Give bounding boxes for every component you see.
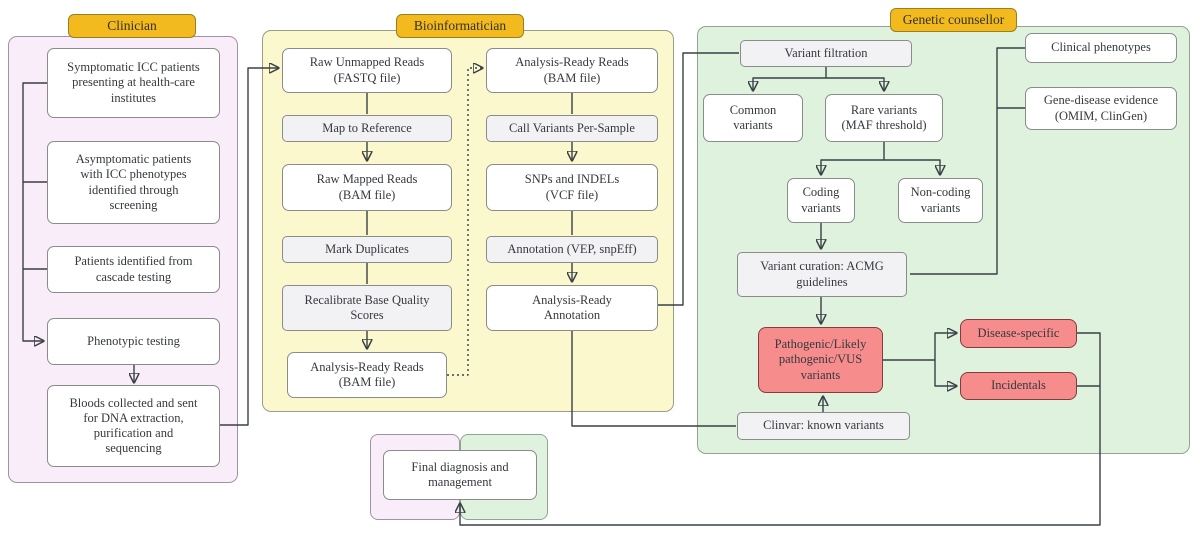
node-rare-variants: Rare variants (MAF threshold) [825, 94, 943, 142]
node-pathogenic-variants: Pathogenic/Likely pathogenic/VUS variant… [758, 327, 883, 393]
node-analysis-ready-reads-2: Analysis-Ready Reads (BAM file) [486, 48, 658, 93]
node-variant-curation: Variant curation: ACMG guidelines [737, 252, 907, 297]
node-analysis-ready-annotation: Analysis-Ready Annotation [486, 285, 658, 331]
header-bioinformatician: Bioinformatician [396, 14, 524, 38]
node-symptomatic-patients: Symptomatic ICC patients presenting at h… [47, 48, 220, 118]
node-variant-filtration: Variant filtration [740, 40, 912, 67]
node-disease-specific: Disease-specific [960, 319, 1077, 348]
node-call-variants: Call Variants Per-Sample [486, 115, 658, 142]
node-incidentals: Incidentals [960, 372, 1077, 400]
node-coding-variants: Coding variants [787, 178, 855, 223]
node-snps-indels: SNPs and INDELs (VCF file) [486, 164, 658, 211]
node-raw-mapped-reads: Raw Mapped Reads (BAM file) [282, 164, 452, 211]
node-recalibrate-scores: Recalibrate Base Quality Scores [282, 285, 452, 331]
header-genetic-counsellor: Genetic counsellor [890, 8, 1017, 32]
node-bloods-collected: Bloods collected and sent for DNA extrac… [47, 385, 220, 467]
node-common-variants: Common variants [703, 94, 803, 142]
node-gene-disease-evidence: Gene-disease evidence (OMIM, ClinGen) [1025, 87, 1177, 130]
node-noncoding-variants: Non-coding variants [898, 178, 983, 223]
node-annotation: Annotation (VEP, snpEff) [486, 236, 658, 263]
node-asymptomatic-patients: Asymptomatic patients with ICC phenotype… [47, 141, 220, 224]
node-clinical-phenotypes: Clinical phenotypes [1025, 33, 1177, 63]
node-clinvar-known-variants: Clinvar: known variants [737, 412, 910, 440]
node-mark-duplicates: Mark Duplicates [282, 236, 452, 263]
node-phenotypic-testing: Phenotypic testing [47, 318, 220, 365]
node-map-to-reference: Map to Reference [282, 115, 452, 142]
node-final-diagnosis: Final diagnosis and management [383, 450, 537, 500]
header-clinician: Clinician [68, 14, 196, 38]
node-raw-unmapped-reads: Raw Unmapped Reads (FASTQ file) [282, 48, 452, 93]
node-analysis-ready-reads-1: Analysis-Ready Reads (BAM file) [287, 352, 447, 398]
node-cascade-testing: Patients identified from cascade testing [47, 246, 220, 293]
